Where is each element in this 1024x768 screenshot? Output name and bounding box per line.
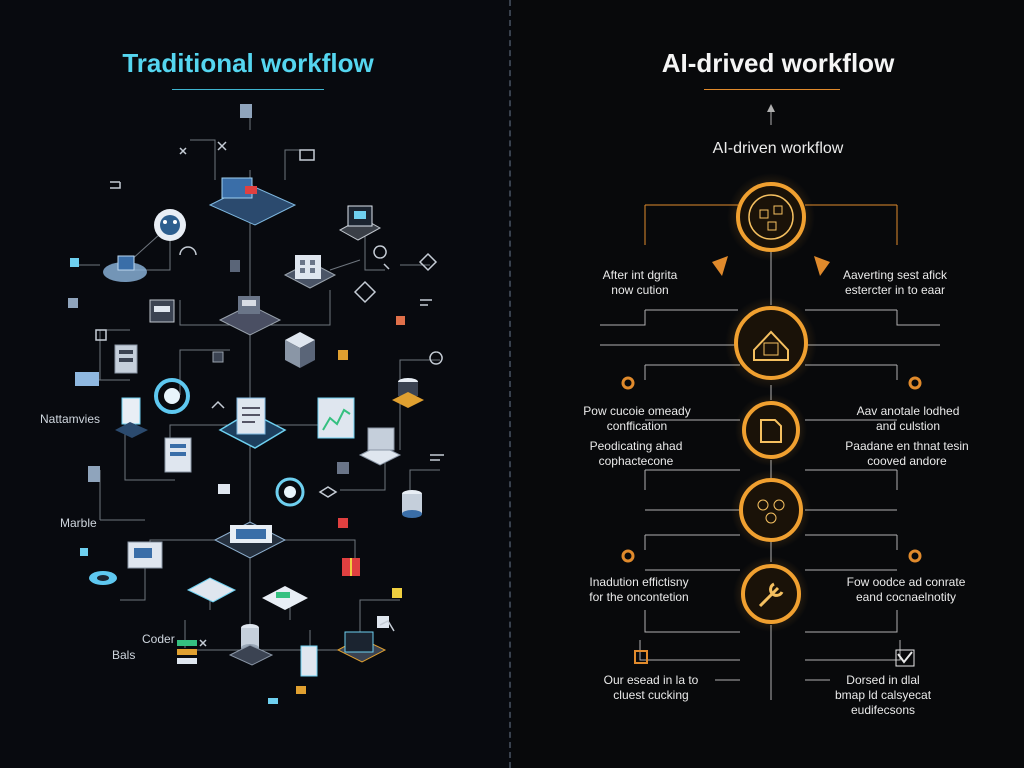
step-5-right-text: Dorsed in dlal bmap ld calsyecat eudifec… xyxy=(834,673,932,717)
gift-box-icon xyxy=(342,558,360,576)
step-1-right-text: Aaverting sest afick estercter in to eaa… xyxy=(842,268,948,297)
networks-label: Nattamvies xyxy=(40,412,101,426)
check-marker-icon xyxy=(897,651,913,664)
cube-device-icon xyxy=(285,332,315,368)
cloud-server-icon xyxy=(103,255,147,282)
tool-marker-icon xyxy=(634,650,648,664)
up-arrow-icon xyxy=(767,104,775,112)
traditional-workflow-title: Traditional workflow xyxy=(122,48,374,78)
server-rack-icon xyxy=(164,437,192,473)
step-2-left-text: Pow cucoie omeady conffication xyxy=(583,404,691,433)
workflow-nodes xyxy=(621,173,922,667)
step-3-right-text: Paadane en thnat tesin cooved andore xyxy=(845,439,969,468)
card-icon xyxy=(262,586,308,610)
circle-badge-icon xyxy=(154,378,190,414)
tablet-icon xyxy=(338,205,382,241)
server-icon xyxy=(218,296,282,336)
scanner-icon xyxy=(186,577,237,603)
chip-icon xyxy=(149,299,175,323)
line-glyph-icons xyxy=(95,141,444,647)
network-nodes xyxy=(68,104,444,704)
document-icon xyxy=(218,397,287,449)
storage-unit-icon xyxy=(114,344,138,374)
step-3-left-text: Peodicating ahad cophactecone xyxy=(589,439,683,468)
ai-brain-node-icon xyxy=(727,173,815,261)
step-5-left-text: Our esead in la to cluest cucking xyxy=(603,673,699,702)
monitor-icon xyxy=(213,521,287,559)
document-stand-icon xyxy=(115,397,148,438)
flow-connectors xyxy=(600,105,940,700)
layered-db-icon xyxy=(177,640,197,664)
chart-screen-icon xyxy=(317,397,355,439)
traditional-network-diagram xyxy=(68,104,444,704)
step-1-left-text: After int dgrita now cution xyxy=(602,268,678,297)
mobile-label: Marble xyxy=(60,516,97,530)
check-box-icon xyxy=(895,649,915,667)
building-icon xyxy=(283,255,337,289)
database-icon xyxy=(228,624,274,666)
tools-node-icon xyxy=(731,470,811,550)
step-4-right-text: Fow oodce ad conrate eand cocnaelnotity xyxy=(846,575,966,604)
cpu-board-icon xyxy=(336,631,387,663)
document-node-icon xyxy=(735,394,807,466)
side-pointer-icons xyxy=(712,256,830,276)
printer-icon xyxy=(127,541,163,569)
stack-icon xyxy=(392,378,424,408)
step-4-left-text: Inadution effictisny for the oncontetion xyxy=(589,575,689,604)
small-square-icons xyxy=(68,104,405,704)
left-title-underline xyxy=(172,89,324,90)
cloud-process-node-icon xyxy=(725,297,817,389)
coder-label: Coder xyxy=(142,632,175,646)
ai-workflow-subtitle: AI-driven workflow xyxy=(712,140,844,157)
panel-divider xyxy=(509,0,511,768)
wrench-node-icon xyxy=(733,556,809,632)
laptop-icon xyxy=(208,177,297,226)
step-2-right-text: Aav anotale lodhed and culstion xyxy=(856,404,960,433)
pillar-icon xyxy=(300,645,318,677)
cylinder-icon xyxy=(402,490,422,518)
terminal-box-icon xyxy=(358,427,402,466)
disk-icon xyxy=(89,571,117,585)
right-title-underline xyxy=(704,89,840,90)
bots-label: Bals xyxy=(112,648,136,662)
ai-workflow-title: AI-drived workflow xyxy=(661,48,895,78)
sync-icon xyxy=(275,477,305,507)
robot-icon xyxy=(154,209,186,241)
ai-workflow-diagram xyxy=(600,104,940,700)
gear-marker-icons xyxy=(621,376,922,563)
